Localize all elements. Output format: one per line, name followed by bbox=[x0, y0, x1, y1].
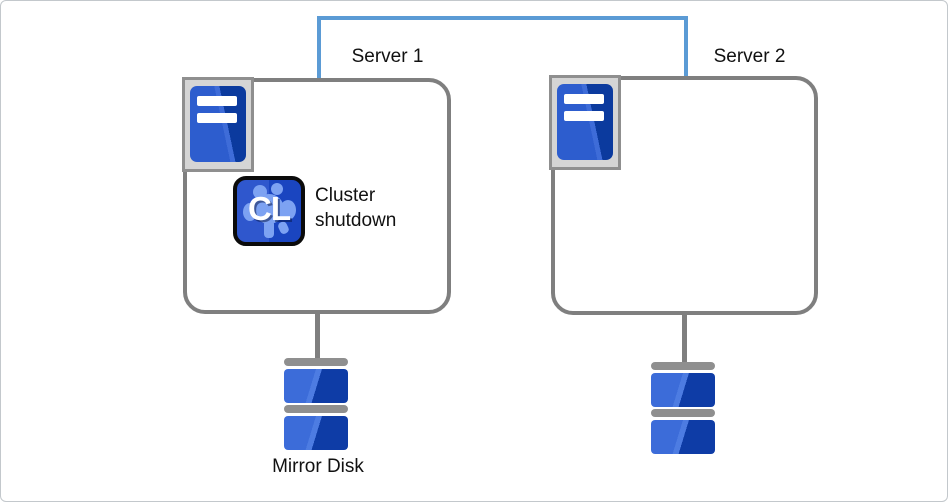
server2-label: Server 2 bbox=[713, 46, 786, 67]
server-drive-slot bbox=[564, 94, 604, 104]
disk-cap bbox=[284, 358, 348, 366]
cluster-shutdown-caption: Cluster shutdown bbox=[315, 185, 397, 231]
disk-platter bbox=[651, 373, 715, 407]
interconnect-link-horizontal bbox=[317, 16, 688, 20]
disk-platter bbox=[284, 416, 348, 450]
disk-platter bbox=[651, 420, 715, 454]
disk-cap bbox=[284, 405, 348, 413]
interconnect-link-drop-right bbox=[684, 16, 688, 76]
cluster-shutdown-icon: CL bbox=[233, 176, 305, 246]
server2-tower-icon bbox=[549, 75, 621, 170]
mirror-disk-icon-right bbox=[651, 362, 715, 456]
server1-tower-icon bbox=[182, 77, 254, 172]
disk-platter bbox=[284, 369, 348, 403]
disk-cap bbox=[651, 409, 715, 417]
disk-link-right bbox=[682, 311, 687, 364]
mirror-disk-icon-left bbox=[284, 358, 348, 452]
server1-label: Server 1 bbox=[351, 46, 424, 67]
mirror-disk-label: Mirror Disk bbox=[272, 456, 364, 477]
gear-icon bbox=[243, 183, 296, 238]
server-drive-slot bbox=[564, 111, 604, 121]
cluster-badge-text: CL bbox=[248, 190, 291, 227]
server-tower-body bbox=[557, 84, 613, 160]
server-drive-slot bbox=[197, 96, 237, 106]
disk-cap bbox=[651, 362, 715, 370]
disk-link-left bbox=[315, 310, 320, 360]
server-drive-slot bbox=[197, 113, 237, 123]
interconnect-link-drop-left bbox=[317, 16, 321, 78]
server-tower-body bbox=[190, 86, 246, 162]
